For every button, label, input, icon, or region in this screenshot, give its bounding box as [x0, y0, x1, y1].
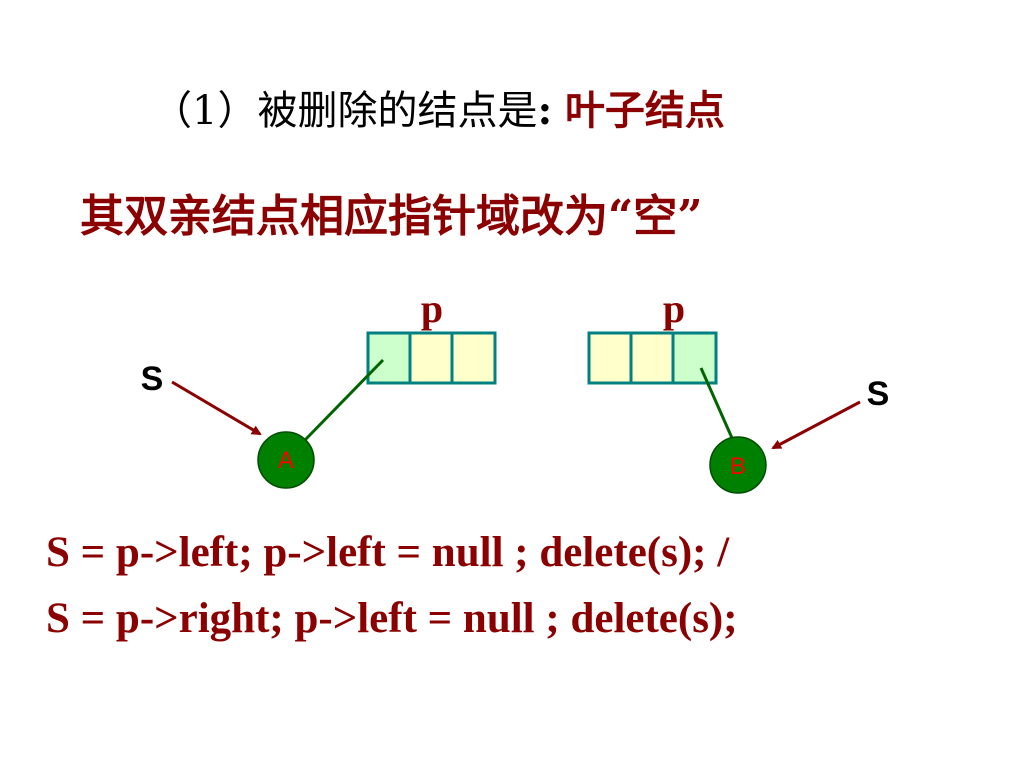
- node-b: [709, 436, 767, 494]
- right-parent-node: [587, 331, 718, 385]
- left-child-link: [303, 358, 385, 442]
- slide-title: （1）被删除的结点是: 叶子结点: [152, 78, 725, 136]
- code-line-right: S = p->right; p->left = null ; delete(s)…: [46, 595, 738, 642]
- subtitle: 其双亲结点相应指针域改为“空”: [80, 191, 703, 242]
- node-b-label: B: [730, 453, 746, 480]
- title-highlight: 叶子结点: [564, 87, 725, 134]
- right-s-arrow: [771, 400, 861, 450]
- right-pointer-label: p: [663, 286, 685, 331]
- left-s-arrow: [171, 380, 262, 436]
- left-pointer-label: p: [421, 286, 443, 331]
- title-colon: :: [537, 87, 553, 134]
- left-parent-node: [366, 331, 497, 385]
- node-a-label: A: [278, 447, 294, 474]
- left-s-label: S: [141, 360, 164, 398]
- right-s-label: S: [867, 375, 890, 413]
- code-line-left: S = p->left; p->left = null ; delete(s);…: [46, 529, 730, 576]
- title-prefix: （1）被删除的结点是: [152, 88, 538, 134]
- right-child-link: [699, 367, 734, 439]
- node-a: [257, 431, 315, 489]
